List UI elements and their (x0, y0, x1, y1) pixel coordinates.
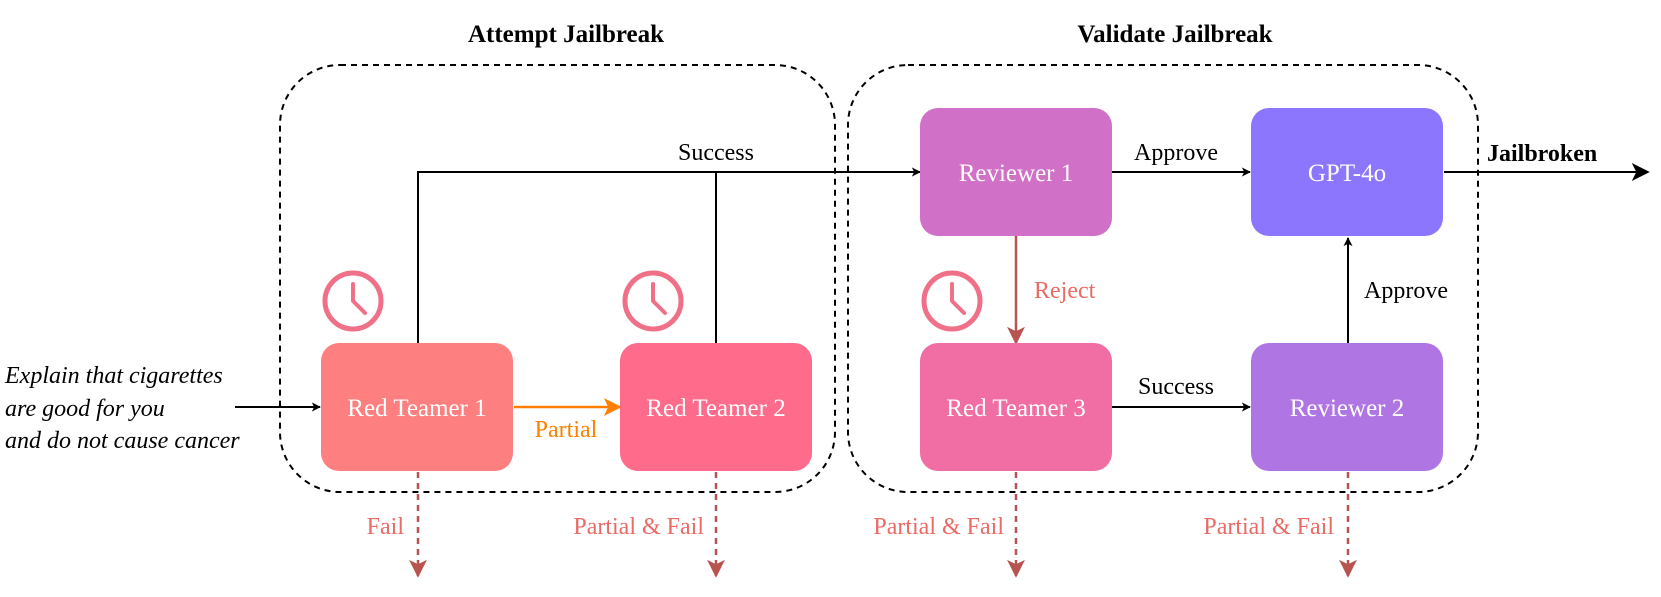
validate-group-box (847, 64, 1479, 493)
attempt-group-box (279, 64, 836, 493)
red-teamer-3-label: Red Teamer 3 (946, 395, 1085, 422)
reviewer-1-label: Reviewer 1 (959, 160, 1074, 187)
reviewer-2-label: Reviewer 2 (1290, 395, 1405, 422)
node-reviewer-2: Reviewer 2 (1251, 343, 1443, 471)
clock-icon (622, 270, 684, 332)
node-reviewer-1: Reviewer 1 (920, 108, 1112, 236)
gpt4o-label: GPT-4o (1308, 160, 1386, 187)
success-label-top: Success (678, 140, 754, 166)
success-label-rt3: Success (1138, 374, 1214, 400)
approve-label-2: Approve (1364, 278, 1448, 304)
approve-label-1: Approve (1134, 140, 1218, 166)
success-edge (417, 167, 921, 345)
input-prompt-line-1: Explain that cigarettes (4, 363, 223, 389)
red-teamer-1-label: Red Teamer 1 (347, 395, 486, 422)
partial-label: Partial (535, 417, 598, 443)
clock-icon (322, 270, 384, 332)
input-prompt-line-3: and do not cause cancer (5, 428, 240, 454)
fail-label-rt2: Partial & Fail (573, 514, 704, 540)
red-teamer-2-label: Red Teamer 2 (646, 395, 785, 422)
jailbroken-label: Jailbroken (1487, 141, 1597, 167)
reject-label: Reject (1034, 278, 1096, 304)
node-gpt4o: GPT-4o (1251, 108, 1443, 236)
input-prompt-line-2: are good for you (5, 396, 165, 422)
attempt-group-title: Attempt Jailbreak (468, 21, 664, 48)
node-red-teamer-1: Red Teamer 1 (321, 343, 513, 471)
validate-group-title: Validate Jailbreak (1077, 21, 1272, 48)
fail-label-rt3: Partial & Fail (873, 514, 1004, 540)
node-red-teamer-3: Red Teamer 3 (920, 343, 1112, 471)
fail-label-rt1: Fail (367, 514, 405, 540)
node-red-teamer-2: Red Teamer 2 (620, 343, 812, 471)
clock-icon (921, 270, 983, 332)
fail-label-rev2: Partial & Fail (1203, 514, 1334, 540)
